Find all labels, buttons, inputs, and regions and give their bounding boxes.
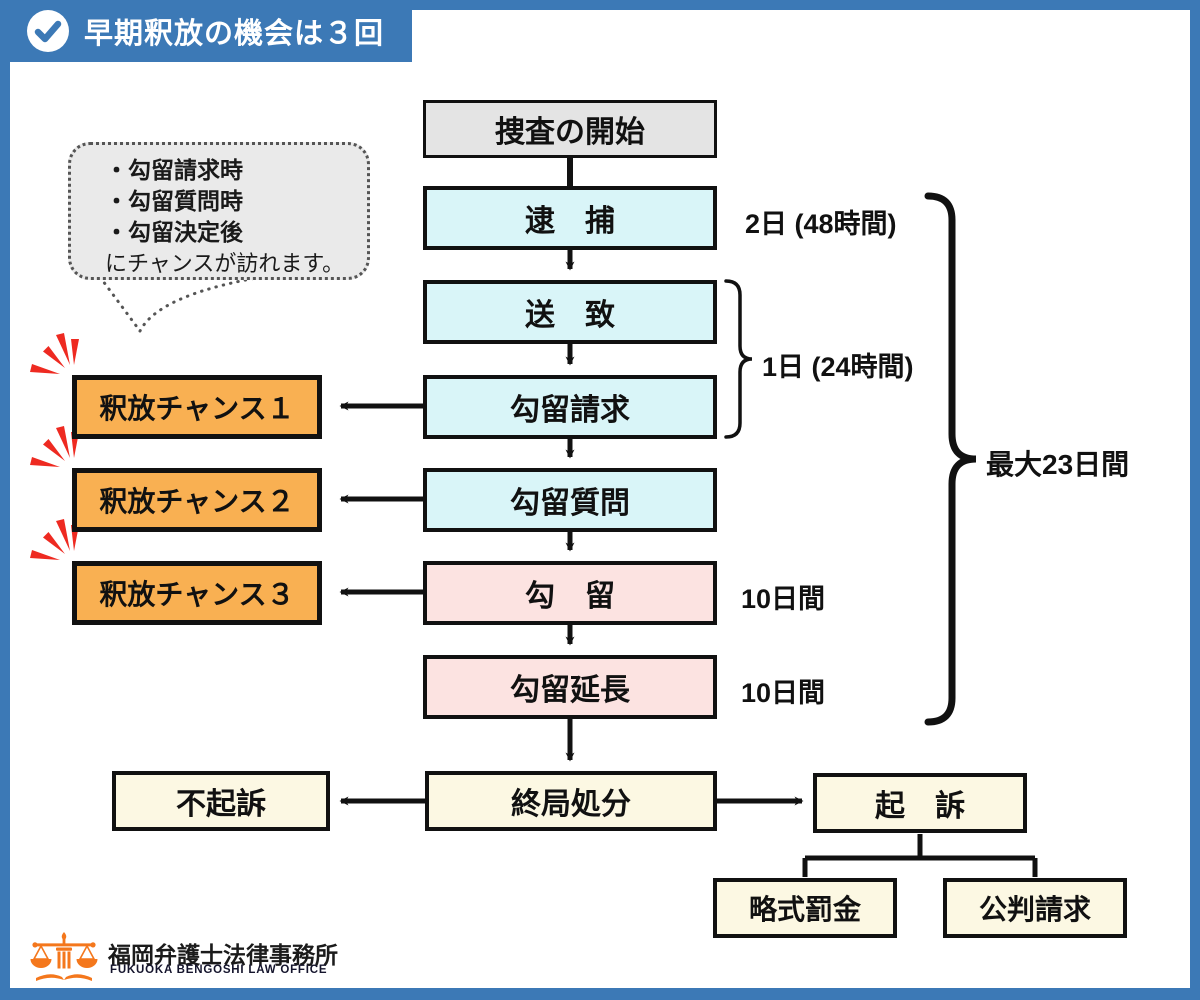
outcome-non-prosecution: 不起訴	[112, 771, 330, 831]
law-office-subtitle: FUKUOKA BENGOSHI LAW OFFICE	[110, 964, 328, 976]
release-chance-1: 釈放チャンス１	[72, 375, 322, 439]
outcome-formal-trial: 公判請求	[943, 878, 1127, 938]
note-line: ・勾留決定後	[105, 219, 243, 245]
duration-referral: 1日 (24時間)	[762, 352, 914, 382]
scales-of-justice-icon	[30, 932, 98, 981]
duration-detention: 10日間	[741, 584, 826, 614]
release-chance-3: 釈放チャンス３	[72, 561, 322, 625]
duration-total: 最大23日間	[986, 449, 1130, 480]
release-chance-2: 釈放チャンス２	[72, 468, 322, 532]
note-line: ・勾留請求時	[105, 157, 243, 183]
step-detention-question: 勾留質問	[423, 468, 717, 532]
step-final-disposition: 終局処分	[425, 771, 717, 831]
law-office-title: 福岡弁護士法律事務所	[108, 942, 338, 968]
check-circle-icon	[27, 10, 69, 52]
duration-arrest: 2日 (48時間)	[745, 209, 897, 239]
note-footer: にチャンスが訪れます。	[105, 251, 345, 276]
chance-note-bubble: ・勾留請求時 ・勾留質問時 ・勾留決定後 にチャンスが訪れます。	[68, 142, 370, 280]
outcome-summary-fine: 略式罰金	[713, 878, 897, 938]
header-banner: 早期釈放の機会は３回	[0, 0, 412, 62]
step-start: 捜査の開始	[423, 100, 717, 158]
step-detention-request: 勾留請求	[423, 375, 717, 439]
page-title: 早期釈放の機会は３回	[84, 18, 385, 50]
step-arrest: 逮 捕	[423, 186, 717, 250]
bottom-bar	[0, 988, 1200, 1000]
step-detention: 勾 留	[423, 561, 717, 625]
outcome-prosecution: 起 訴	[813, 773, 1027, 833]
duration-extension: 10日間	[741, 678, 826, 708]
note-line: ・勾留質問時	[105, 188, 243, 214]
step-detention-extension: 勾留延長	[423, 655, 717, 719]
step-referral: 送 致	[423, 280, 717, 344]
